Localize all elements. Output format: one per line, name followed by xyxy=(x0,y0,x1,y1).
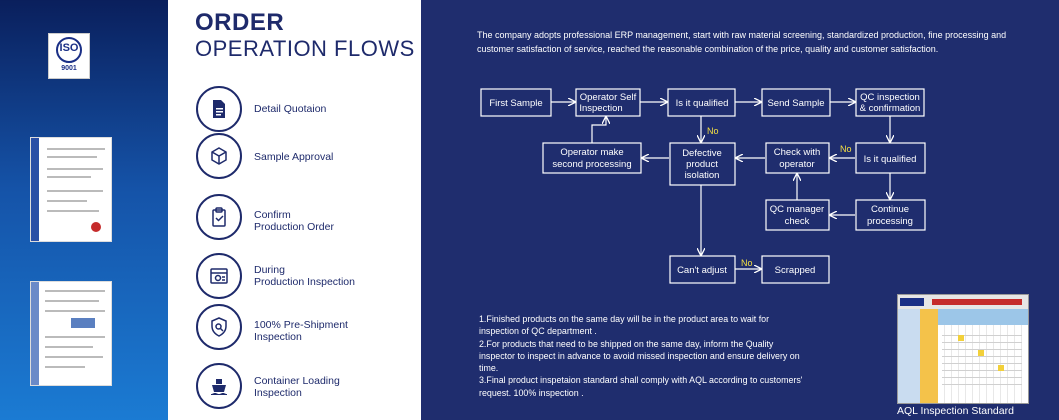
package-icon xyxy=(196,133,242,179)
step-label-sample-approval: Sample Approval xyxy=(254,151,334,163)
ship-icon xyxy=(196,363,242,409)
iso-circle-icon xyxy=(56,37,82,63)
note-3: 3.Final product inspetaion standard shal… xyxy=(479,375,803,398)
label-defective-2: product xyxy=(686,159,718,170)
operation-flowchart: First Sample Operator Self Inspection Is… xyxy=(480,88,926,284)
aql-caption: AQL Inspection Standard xyxy=(897,405,1014,417)
note-1: 1.Finished products on the same day will… xyxy=(479,314,770,337)
step-label-detail-quotation: Detail Quotaion xyxy=(254,103,327,115)
node-continue xyxy=(855,199,926,231)
no-label-cant-adjust: No xyxy=(741,258,753,268)
node-scrapped xyxy=(761,255,830,284)
label-defective-1: Defective xyxy=(682,148,722,159)
label-qc-inspection-1: QC inspection xyxy=(860,92,920,103)
shield-search-icon xyxy=(196,304,242,350)
clipboard-check-icon xyxy=(196,194,242,240)
label-cant-adjust: Can't adjust xyxy=(677,265,727,276)
label-is-qualified-2: Is it qualified xyxy=(864,154,917,165)
step-label-confirm-order: Confirm Production Order xyxy=(254,209,334,233)
iso-badge-number: 9001 xyxy=(61,65,77,72)
label-check-operator-2: operator xyxy=(779,159,814,170)
label-operator-make-1: Operator make xyxy=(560,147,623,158)
label-operator-self-2: Inspection xyxy=(579,103,622,114)
label-qc-inspection-2: & confirmation xyxy=(860,103,921,114)
iso-9001-badge: ISO 9001 xyxy=(48,33,90,79)
page-title-line2: OPERATION FLOWS xyxy=(195,36,415,61)
certificate-of-conformity xyxy=(30,281,112,386)
step-label-pre-shipment: 100% Pre-Shipment Inspection xyxy=(254,319,348,343)
label-check-operator-1: Check with xyxy=(774,147,820,158)
label-continue-1: Continue xyxy=(871,204,909,215)
no-label-qualified-1: No xyxy=(707,126,719,136)
certificates-strip: ISO 9001 xyxy=(0,0,168,420)
page-title-line1: ORDER xyxy=(195,9,285,36)
label-first-sample: First Sample xyxy=(489,98,542,109)
label-scrapped: Scrapped xyxy=(775,265,816,276)
quality-management-certificate xyxy=(30,137,112,242)
no-label-qualified-2: No xyxy=(840,144,852,154)
node-defective xyxy=(669,142,736,186)
label-operator-self-1: Operator Self xyxy=(580,92,637,103)
label-is-qualified-1: Is it qualified xyxy=(676,98,729,109)
step-label-during-production: During Production Inspection xyxy=(254,264,355,288)
note-2: 2.For products that need to be shipped o… xyxy=(479,338,800,374)
iso-badge-text: ISO xyxy=(59,42,79,54)
document-icon xyxy=(196,86,242,132)
intro-paragraph: The company adopts professional ERP mana… xyxy=(477,30,1007,54)
label-defective-3: isolation xyxy=(685,170,720,181)
label-operator-make-2: second processing xyxy=(552,159,631,170)
notes-list: 1.Finished products on the same day will… xyxy=(479,313,809,399)
label-send-sample: Send Sample xyxy=(767,98,824,109)
production-icon xyxy=(196,253,242,299)
label-qc-manager-1: QC manager xyxy=(770,204,824,215)
label-qc-manager-2: check xyxy=(785,216,810,227)
aql-table-image xyxy=(897,294,1029,404)
step-label-container-loading: Container Loading Inspection xyxy=(254,375,340,399)
label-continue-2: processing xyxy=(867,216,913,227)
